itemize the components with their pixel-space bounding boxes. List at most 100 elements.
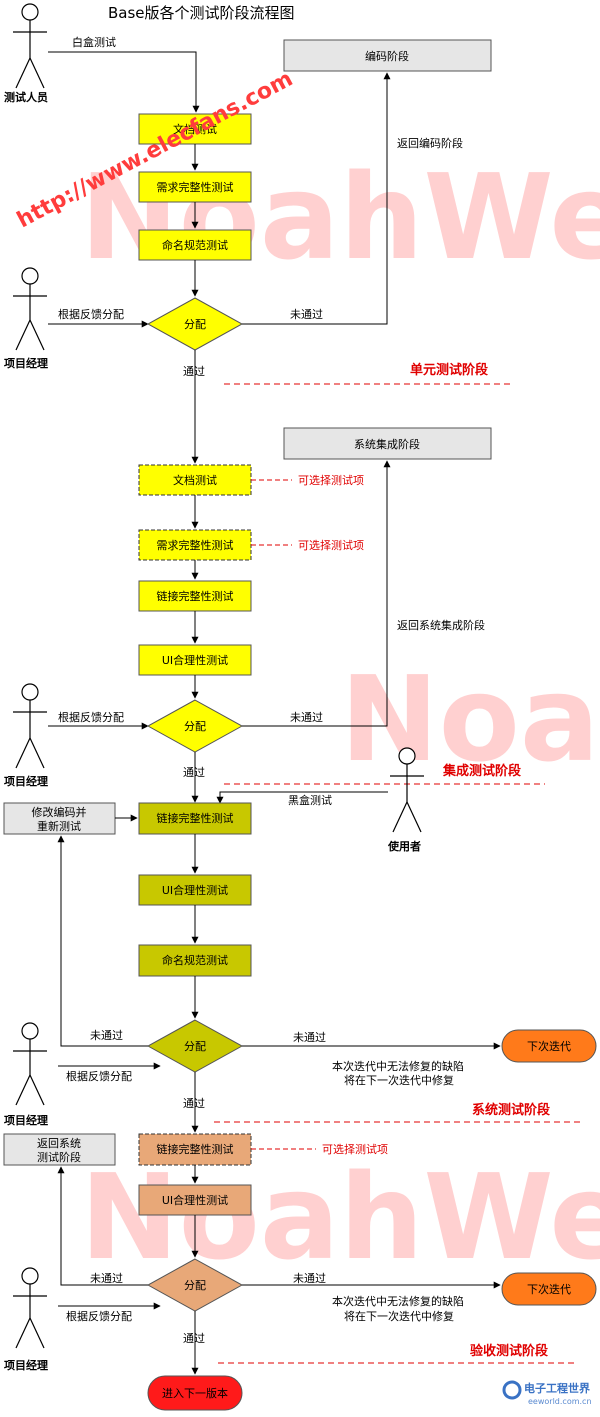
unit-naming-test-label: 命名规范测试 [162, 238, 228, 252]
next-version-label: 进入下一版本 [162, 1386, 228, 1400]
int-fail-label: 未通过 [290, 711, 323, 724]
unit-fail-line [242, 72, 391, 325]
actor-pm-3 [13, 1022, 47, 1106]
unit-doc-test-box [138, 113, 252, 145]
int-link-test-box [138, 580, 252, 612]
actor-user [390, 747, 424, 833]
int-fail-line [242, 460, 391, 727]
watermark-brand-3: NoahWeb [80, 1148, 600, 1286]
int-pass-label: 通过 [183, 766, 205, 779]
fix-retest-label-2: 重新测试 [37, 819, 81, 833]
acc-fail-back-line [57, 1166, 148, 1286]
acc-fail-back-label: 未通过 [90, 1272, 123, 1285]
back-to-coding-label: 返回编码阶段 [397, 136, 463, 150]
stage-unit-label: 单元测试阶段 [410, 362, 488, 378]
actor-pm-1 [13, 267, 47, 351]
sys-naming-test-box [138, 944, 252, 977]
whitebox-label: 白盒测试 [72, 35, 116, 49]
stage-system-label: 系统测试阶段 [472, 1102, 550, 1118]
diagram-title: Base版各个测试阶段流程图 [108, 4, 295, 22]
watermark-brand-1: NoahWeb [80, 148, 600, 286]
actor-pm-1-label: 项目经理 [4, 356, 48, 370]
unit-req-test-box [138, 171, 252, 203]
footer-logo-icon [502, 1380, 522, 1400]
actor-tester-label: 测试人员 [4, 90, 48, 104]
unit-assign-label: 分配 [184, 318, 206, 331]
back-system-label-2: 测试阶段 [37, 1150, 81, 1164]
unit-pass-label: 通过 [183, 365, 205, 378]
sys-defect-note-2: 将在下一次迭代中修复 [344, 1073, 454, 1087]
stage-integration-label: 集成测试阶段 [442, 763, 521, 779]
int-link-test-label: 链接完整性测试 [157, 589, 234, 603]
back-to-integration-label: 返回系统集成阶段 [397, 618, 485, 632]
sys-defect-note-1: 本次迭代中无法修复的缺陷 [332, 1059, 464, 1073]
whitebox-line [48, 51, 200, 113]
acc-defect-note-2: 将在下一次迭代中修复 [344, 1309, 454, 1323]
sys-fail-back-line [57, 835, 148, 1047]
footer-logo-main: 电子工程世界 [524, 1381, 590, 1395]
blackbox-label: 黑盒测试 [288, 793, 332, 807]
footer-logo-sub: eeworld.com.cn [528, 1397, 592, 1406]
sys-naming-test-label: 命名规范测试 [162, 953, 228, 967]
integration-stage-label: 系统集成阶段 [354, 437, 420, 451]
fix-retest-label-1: 修改编码并 [32, 805, 87, 819]
actor-pm-4-label: 项目经理 [4, 1358, 48, 1372]
unit-doc-test-label: 文档测试 [173, 122, 217, 136]
int-doc-test-box [138, 464, 252, 496]
int-req-test-label: 需求完整性测试 [157, 538, 234, 552]
acc-next-iteration-node [501, 1272, 597, 1306]
acc-assign-label: 分配 [184, 1279, 206, 1292]
actor-pm-2 [13, 683, 47, 769]
acc-link-test-box [138, 1133, 252, 1166]
acc-pass-label: 通过 [183, 1332, 205, 1345]
coding-stage-box [283, 39, 492, 72]
int-optional-label-1: 可选择测试项 [298, 473, 364, 487]
int-optional-label-2: 可选择测试项 [298, 538, 364, 552]
sys-feedback-label: 根据反馈分配 [66, 1069, 132, 1083]
acc-ui-test-box [138, 1184, 252, 1216]
sys-fail-next-label: 未通过 [293, 1031, 326, 1044]
int-assign-label: 分配 [184, 720, 206, 733]
back-system-label-1: 返回系统 [37, 1137, 81, 1150]
acc-ui-test-label: UI合理性测试 [162, 1193, 228, 1207]
int-feedback-label: 根据反馈分配 [58, 710, 124, 724]
sys-fail-back-label: 未通过 [90, 1029, 123, 1042]
unit-fail-label: 未通过 [290, 308, 323, 321]
actor-pm-3-label: 项目经理 [4, 1113, 48, 1127]
sys-next-iteration-node [501, 1029, 597, 1063]
int-ui-test-label: UI合理性测试 [162, 653, 228, 667]
coding-stage-label: 编码阶段 [365, 49, 409, 63]
sys-link-test-label: 链接完整性测试 [157, 811, 234, 825]
footer-logo: 电子工程世界 eeworld.com.cn [502, 1380, 592, 1406]
int-ui-test-box [138, 644, 252, 676]
fix-retest-box [3, 802, 116, 835]
sys-ui-test-box [138, 874, 252, 906]
unit-feedback-label: 根据反馈分配 [58, 307, 124, 321]
blackbox-line [216, 791, 388, 804]
sys-ui-test-label: UI合理性测试 [162, 883, 228, 897]
int-doc-test-label: 文档测试 [173, 473, 217, 487]
acc-feedback-label: 根据反馈分配 [66, 1309, 132, 1323]
back-system-box [3, 1133, 116, 1166]
unit-req-test-label: 需求完整性测试 [157, 180, 234, 194]
sys-assign-label: 分配 [184, 1040, 206, 1053]
acc-fail-next-label: 未通过 [293, 1272, 326, 1285]
sys-next-iteration-label: 下次迭代 [527, 1039, 571, 1053]
sys-link-test-box [138, 802, 252, 835]
acc-defect-note-1: 本次迭代中无法修复的缺陷 [332, 1294, 464, 1308]
stage-acceptance-label: 验收测试阶段 [470, 1343, 548, 1359]
actor-tester [13, 3, 47, 89]
watermark-layer: NoahWeb NoahWeb NoahWeb [80, 148, 600, 1286]
acc-next-iteration-label: 下次迭代 [527, 1282, 571, 1296]
actor-pm-2-label: 项目经理 [4, 774, 48, 788]
acc-optional-label: 可选择测试项 [322, 1142, 388, 1156]
actor-pm-4 [13, 1267, 47, 1349]
watermark-brand-2: NoahWeb [340, 650, 600, 788]
next-version-node [147, 1375, 243, 1411]
unit-naming-test-box [138, 229, 252, 261]
int-req-test-box [138, 529, 252, 561]
actor-user-label: 使用者 [387, 839, 421, 853]
sys-pass-label: 通过 [183, 1097, 205, 1110]
acc-link-test-label: 链接完整性测试 [157, 1142, 234, 1156]
